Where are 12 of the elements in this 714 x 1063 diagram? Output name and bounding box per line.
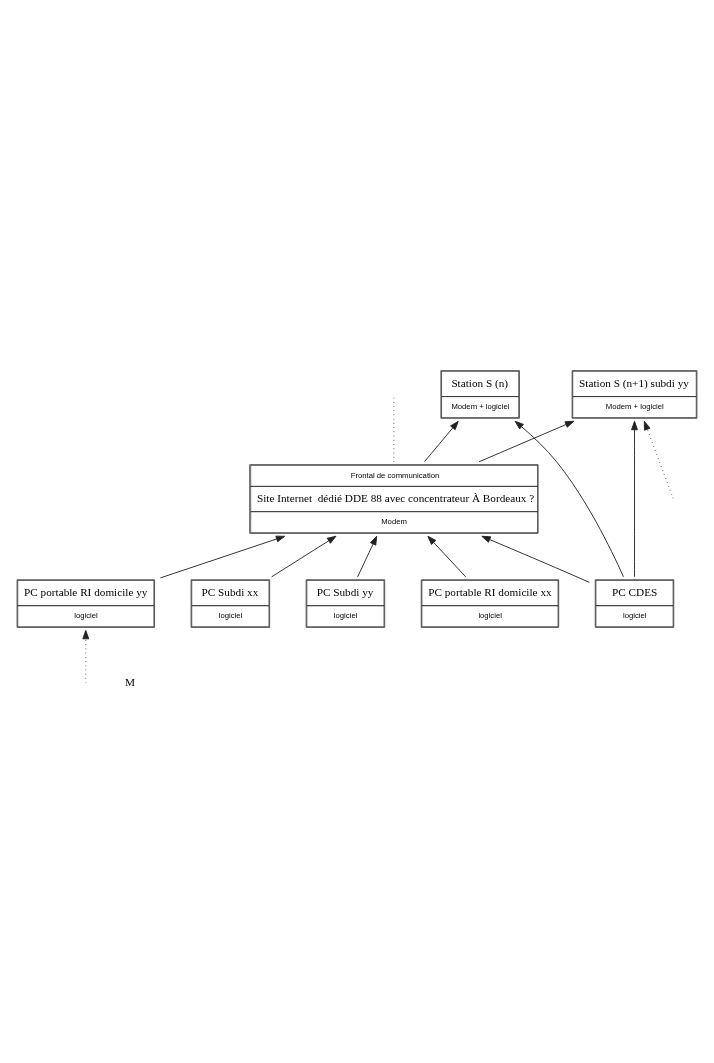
arrow <box>478 420 575 462</box>
arrow <box>357 535 378 577</box>
arrow <box>82 629 90 683</box>
arrow <box>159 535 286 578</box>
arrow <box>643 420 674 499</box>
arrow <box>424 420 459 462</box>
arrow <box>631 420 638 577</box>
arrow <box>514 420 624 577</box>
arrow <box>427 535 467 577</box>
arrow <box>271 535 337 577</box>
label: M <box>125 675 135 688</box>
arrow <box>481 535 590 583</box>
